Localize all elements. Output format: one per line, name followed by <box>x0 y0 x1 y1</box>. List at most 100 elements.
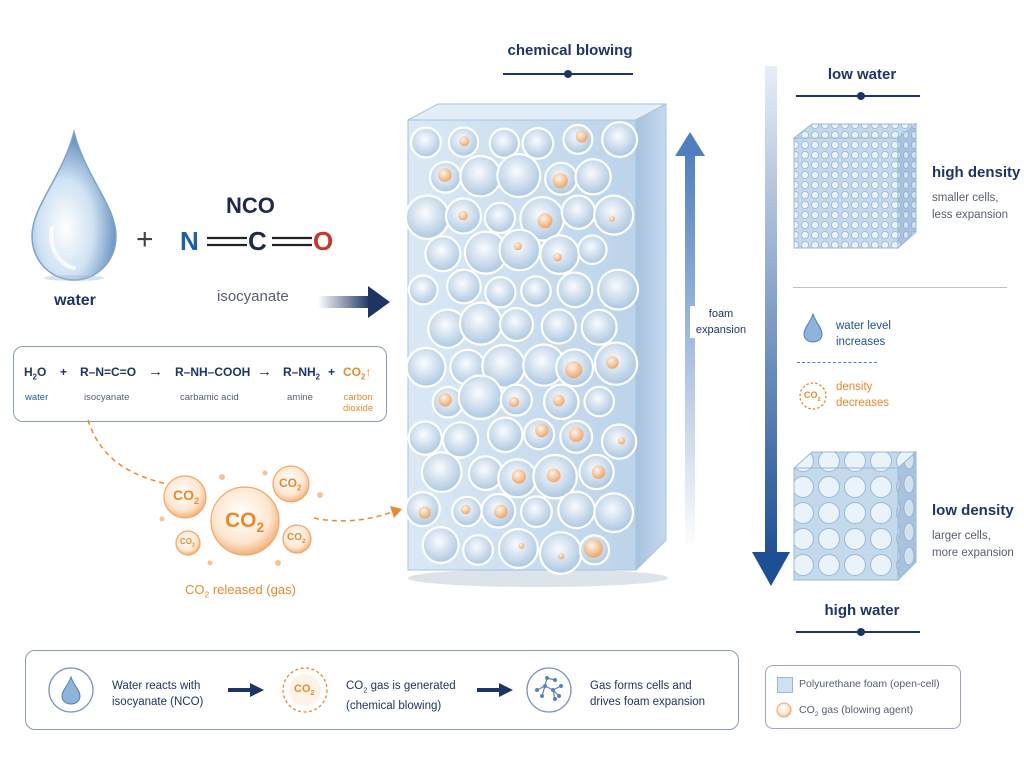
low-density-foam-cube <box>792 450 918 582</box>
eq-co2: CO2↑ <box>343 365 372 382</box>
high-density-title: high density <box>932 164 1021 181</box>
foam-cell <box>488 127 521 159</box>
dashed-separator <box>797 362 877 363</box>
water-level-drop-icon <box>803 313 823 343</box>
arrow-to-foam-icon <box>318 286 390 318</box>
foam-gas-bubble <box>565 361 583 379</box>
foam-cell <box>424 235 462 273</box>
foam-gas-bubble <box>608 215 615 222</box>
foam-expansion-arrow-icon <box>675 132 705 550</box>
foam-gas-bubble <box>461 504 471 515</box>
co2-bubble-cluster <box>159 465 323 566</box>
foam-cell <box>574 158 612 196</box>
step-network-icon <box>526 667 572 713</box>
main-title-dot <box>564 70 572 78</box>
foam-gas-bubble <box>509 396 520 408</box>
plus-sign: + <box>136 223 154 256</box>
foam-cell <box>458 301 504 346</box>
foam-cell <box>580 308 618 346</box>
foam-cell <box>441 421 480 459</box>
low-water-label: low water <box>827 66 897 83</box>
nco-o: O <box>313 226 334 256</box>
nco-c: C <box>248 226 267 256</box>
eq-arrow-2: → <box>257 363 272 380</box>
foam-gas-bubble <box>591 465 606 479</box>
double-bond-2 <box>272 236 312 247</box>
step-arrow-1-icon <box>228 683 264 697</box>
foam-gas-bubble <box>575 130 588 143</box>
foam-cell <box>496 153 542 199</box>
foam-gas-bubble <box>458 210 468 221</box>
foam-cell <box>467 455 504 492</box>
foam-cell <box>577 234 608 265</box>
water-drop-icon <box>31 129 117 281</box>
foam-cell <box>498 228 542 272</box>
foam-gas-bubble <box>546 468 561 483</box>
foam-cell <box>462 534 494 566</box>
foam-cell <box>483 201 517 235</box>
high-water-dot <box>857 628 865 636</box>
step-arrow-2-icon <box>477 683 513 697</box>
foam-gas-bubble <box>606 356 619 369</box>
density-co2-icon-text: CO2 <box>804 390 821 403</box>
eq-label-amine: amine <box>287 392 313 403</box>
co2-bubble-label-2: CO2 <box>225 509 265 536</box>
foam-gas-bubble <box>617 437 626 445</box>
co2-bubble-label-3: CO2 <box>279 476 302 493</box>
step-co2-icon-text: CO2 <box>294 683 315 698</box>
foam-gas-bubble <box>438 393 452 407</box>
foam-cell <box>409 126 442 159</box>
foam-cell <box>498 307 534 343</box>
foam-cell <box>520 275 552 307</box>
foam-gas-bubble <box>558 553 565 560</box>
foam-gas-bubble <box>553 253 562 262</box>
legend-gas-swatch <box>776 702 792 718</box>
high-density-desc: smaller cells,less expansion <box>932 192 1009 221</box>
co2-released-label: CO2 released (gas) <box>185 582 296 600</box>
legend-box <box>765 665 961 729</box>
foam-gas-bubble <box>518 542 525 549</box>
foam-gas-bubble <box>568 427 584 442</box>
legend-foam-label: Polyurethane foam (open-cell) <box>799 678 940 690</box>
foam-gas-bubble <box>513 242 522 251</box>
foam-gas-bubble <box>583 538 603 558</box>
eq-label-isocyanate: isocyanate <box>84 392 130 403</box>
foam-cell <box>407 274 439 306</box>
high-density-foam-cube <box>792 122 918 250</box>
foam-gas-bubble <box>438 168 452 182</box>
foam-cell <box>597 268 640 311</box>
eq-arrow-1: → <box>148 363 163 380</box>
legend-foam-swatch <box>777 677 793 693</box>
water-label: water <box>54 292 96 309</box>
eq-amine: R–NH2 <box>283 365 321 382</box>
legend-gas-label: CO2 gas (blowing agent) <box>799 704 914 719</box>
foam-gas-bubble <box>459 136 470 147</box>
foam-gas-bubble <box>418 506 431 519</box>
co2-bubble-label-4: CO2 <box>287 532 306 545</box>
nco-title: NCO <box>226 193 275 218</box>
foam-cell <box>486 416 524 454</box>
foam-cell <box>540 308 577 345</box>
foam-cell <box>538 531 583 575</box>
eq-plus-1: + <box>60 365 68 379</box>
divider-line <box>793 287 1007 288</box>
foam-cell <box>446 268 482 305</box>
foam-cell <box>420 451 463 494</box>
foam-cell <box>601 121 639 158</box>
foam-cell <box>407 420 443 456</box>
nco-n: N <box>180 226 199 256</box>
reaction-equation-box <box>13 346 387 422</box>
high-water-label: high water <box>824 602 900 619</box>
foam-cell <box>457 374 504 421</box>
main-title: chemical blowing <box>507 42 633 59</box>
foam-cell <box>497 528 539 570</box>
foam-gas-bubble <box>494 504 508 519</box>
foam-co2-bubbles <box>418 130 626 560</box>
low-density-title: low density <box>932 502 1014 519</box>
foam-cell <box>404 194 451 240</box>
